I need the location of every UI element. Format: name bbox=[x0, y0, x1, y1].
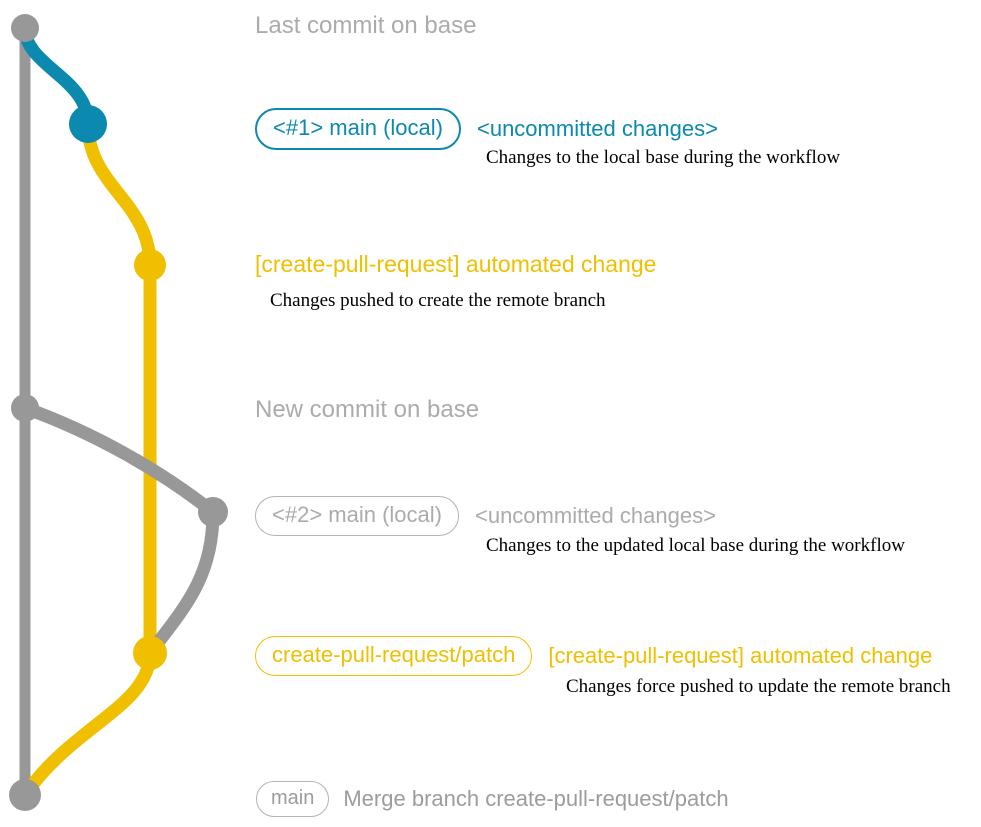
commit-description-local-2: Changes to the updated local base during… bbox=[486, 535, 905, 556]
commit-row-automated-change-2: create-pull-request/patch [create-pull-r… bbox=[255, 636, 932, 676]
commit-description-automated-change-1: Changes pushed to create the remote bran… bbox=[270, 290, 606, 311]
patch-merge-edge bbox=[143, 505, 220, 660]
merge-commit-node[interactable] bbox=[9, 779, 41, 811]
ref-badge-create-pull-request-patch[interactable]: create-pull-request/patch bbox=[255, 636, 533, 676]
ref-badge-main[interactable]: main bbox=[256, 781, 330, 817]
local-branch-edge-2 bbox=[18, 401, 220, 519]
commit-subject-new-commit-on-base: New commit on base bbox=[255, 396, 480, 423]
commit-subject-merge: Merge branch create-pull-request/patch bbox=[343, 786, 729, 811]
commit-description-automated-change-2: Changes force pushed to update the remot… bbox=[566, 676, 951, 697]
local-commit-1-node[interactable] bbox=[69, 105, 107, 143]
commit-subject-automated-change-1: [create-pull-request] automated change bbox=[255, 251, 657, 277]
ref-badge-local-1[interactable]: <#1> main (local) bbox=[255, 108, 461, 150]
patch-branch-edge-1 bbox=[81, 117, 157, 272]
commit-description-local-1: Changes to the local base during the wor… bbox=[486, 147, 841, 168]
commit-row-local-change-2: <#2> main (local) <uncommitted changes> bbox=[255, 496, 716, 536]
commit-subject-local-2: <uncommitted changes> bbox=[474, 503, 716, 528]
commit-row-local-change-1: <#1> main (local) <uncommitted changes> bbox=[255, 108, 718, 150]
base-head-node[interactable] bbox=[11, 14, 39, 42]
merge-edge bbox=[18, 646, 157, 802]
commit-subject-last-commit-on-base: Last commit on base bbox=[255, 12, 477, 39]
local-commit-2-node[interactable] bbox=[198, 497, 228, 527]
patch-commit-1-node[interactable] bbox=[134, 249, 166, 281]
commit-subject-automated-change-2: [create-pull-request] automated change bbox=[548, 643, 933, 668]
commit-row-merge: main Merge branch create-pull-request/pa… bbox=[256, 781, 729, 817]
ref-badge-local-2[interactable]: <#2> main (local) bbox=[255, 496, 459, 536]
commit-subject-local-1: <uncommitted changes> bbox=[476, 116, 718, 141]
patch-commit-2-node[interactable] bbox=[133, 636, 167, 670]
base-new-commit-node[interactable] bbox=[11, 394, 39, 422]
